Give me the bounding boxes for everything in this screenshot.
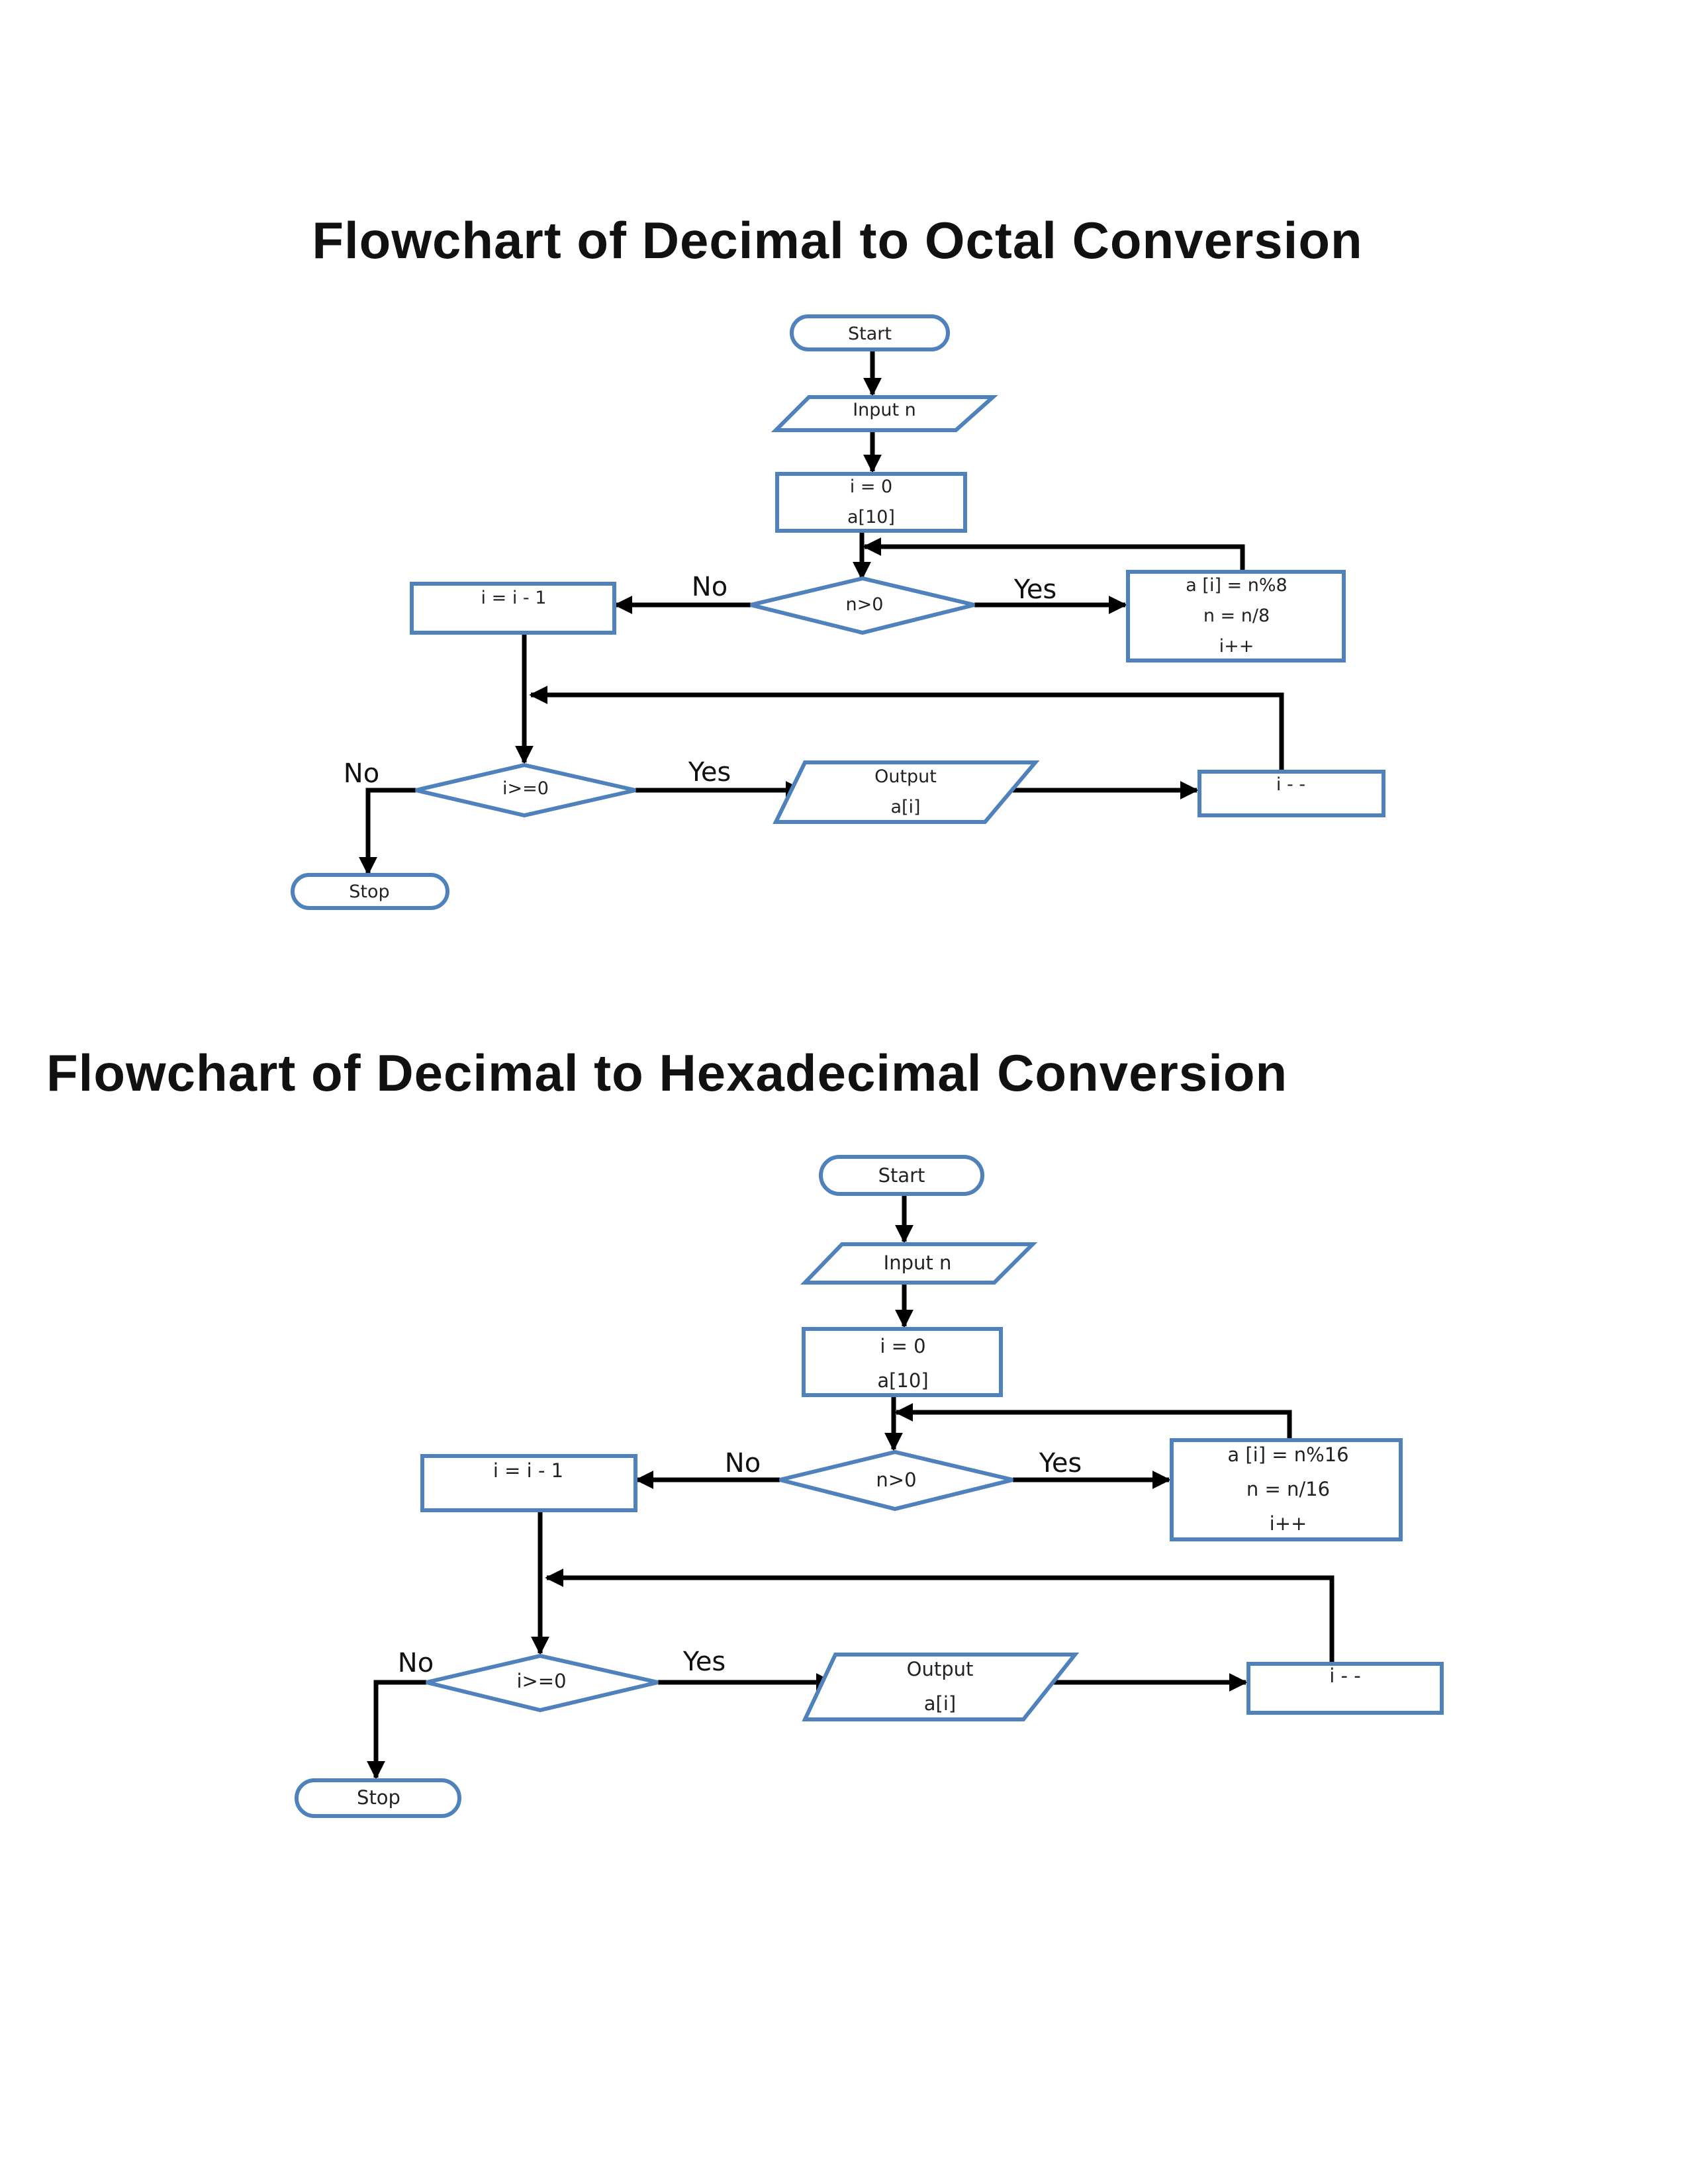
hex-dec-label: i = i - 1: [493, 1459, 563, 1482]
octal-input-parallelogram: [771, 395, 998, 432]
octal-arrow-no-stop: [359, 788, 416, 876]
octal-input-label: Input n: [853, 400, 916, 420]
octal-cond1-label: n>0: [846, 594, 884, 615]
hex-decrement-process: [1246, 1662, 1444, 1715]
octal-yes-label-1: Yes: [1013, 574, 1057, 605]
hex-input-parallelogram: [800, 1242, 1038, 1285]
octal-init-line2: a[10]: [847, 507, 895, 527]
octal-start-label: Start: [848, 324, 892, 344]
hex-start-label: Start: [878, 1164, 925, 1187]
hex-yes-label-1: Yes: [1039, 1448, 1082, 1479]
octal-stop-terminator: [291, 873, 449, 910]
hex-cond2-label: i>=0: [516, 1670, 566, 1692]
octal-cond2-label: i>=0: [502, 778, 549, 799]
hex-stop-label: Stop: [357, 1786, 400, 1809]
octal-decrement-label: i - -: [1276, 774, 1305, 795]
octal-flowchart-title: Flowchart of Decimal to Octal Conversion: [312, 211, 1363, 269]
hex-cond1-label: n>0: [876, 1469, 916, 1491]
hex-flowchart: Start Input n i = 0 a[10] n>0 No Yes a […: [295, 1155, 1444, 1818]
hex-output-line2: a[i]: [924, 1692, 956, 1715]
hex-yes-label-2: Yes: [682, 1647, 726, 1677]
octal-decrement-process: [1197, 770, 1385, 817]
hex-i-ge-0-decision: [426, 1653, 659, 1713]
hex-n-gt-0-decision: [779, 1449, 1013, 1512]
octal-loop-back-arrow: [863, 537, 1245, 572]
hex-decrement-loop-arrow: [545, 1569, 1335, 1662]
octal-body-line2: n = n/8: [1203, 606, 1270, 626]
hex-no-label-1: No: [725, 1448, 761, 1479]
hex-init-process: [802, 1327, 1003, 1397]
octal-yes-label-2: Yes: [688, 757, 731, 788]
hex-start-terminator: [819, 1155, 984, 1196]
octal-no-label-2: No: [344, 758, 379, 789]
hex-loop-body-process: [1170, 1438, 1403, 1541]
octal-init-line1: i = 0: [850, 477, 892, 497]
hex-body-line3: i++: [1270, 1512, 1307, 1535]
hex-init-line1: i = 0: [880, 1335, 925, 1357]
hex-output-parallelogram: [802, 1653, 1080, 1721]
octal-init-process: [775, 472, 967, 533]
octal-dec-label: i = i - 1: [481, 588, 547, 608]
hex-stop-terminator: [295, 1778, 461, 1818]
hex-input-label: Input n: [884, 1251, 952, 1274]
octal-body-line3: i++: [1219, 636, 1254, 657]
octal-output-line2: a[i]: [890, 797, 920, 817]
octal-n-gt-0-decision: [750, 576, 975, 635]
hex-decrement-label: i - -: [1329, 1664, 1360, 1687]
octal-dec-i-process: [410, 582, 616, 635]
octal-stop-label: Stop: [349, 882, 389, 902]
octal-no-label-1: No: [692, 572, 727, 602]
hex-no-label-2: No: [398, 1648, 434, 1678]
octal-loop-body-process: [1126, 570, 1346, 662]
octal-decrement-loop-arrow: [529, 686, 1284, 772]
octal-start-terminator: [790, 314, 950, 351]
octal-output-parallelogram: [773, 760, 1040, 824]
octal-output-line1: Output: [874, 766, 937, 787]
hex-dec-i-process: [420, 1454, 637, 1512]
hex-output-line1: Output: [907, 1658, 974, 1680]
hex-init-line2: a[10]: [877, 1369, 928, 1392]
hex-body-line2: n = n/16: [1246, 1478, 1330, 1500]
hex-body-line1: a [i] = n%16: [1227, 1443, 1348, 1466]
octal-body-line1: a [i] = n%8: [1186, 575, 1287, 596]
hex-arrow-no-stop: [367, 1680, 426, 1780]
hex-flowchart-title: Flowchart of Decimal to Hexadecimal Conv…: [46, 1044, 1288, 1102]
octal-flowchart: Start Input n i = 0 a[10] n>0 No Yes a […: [291, 314, 1385, 910]
octal-i-ge-0-decision: [415, 762, 636, 818]
hex-loop-back-arrow: [894, 1403, 1292, 1439]
